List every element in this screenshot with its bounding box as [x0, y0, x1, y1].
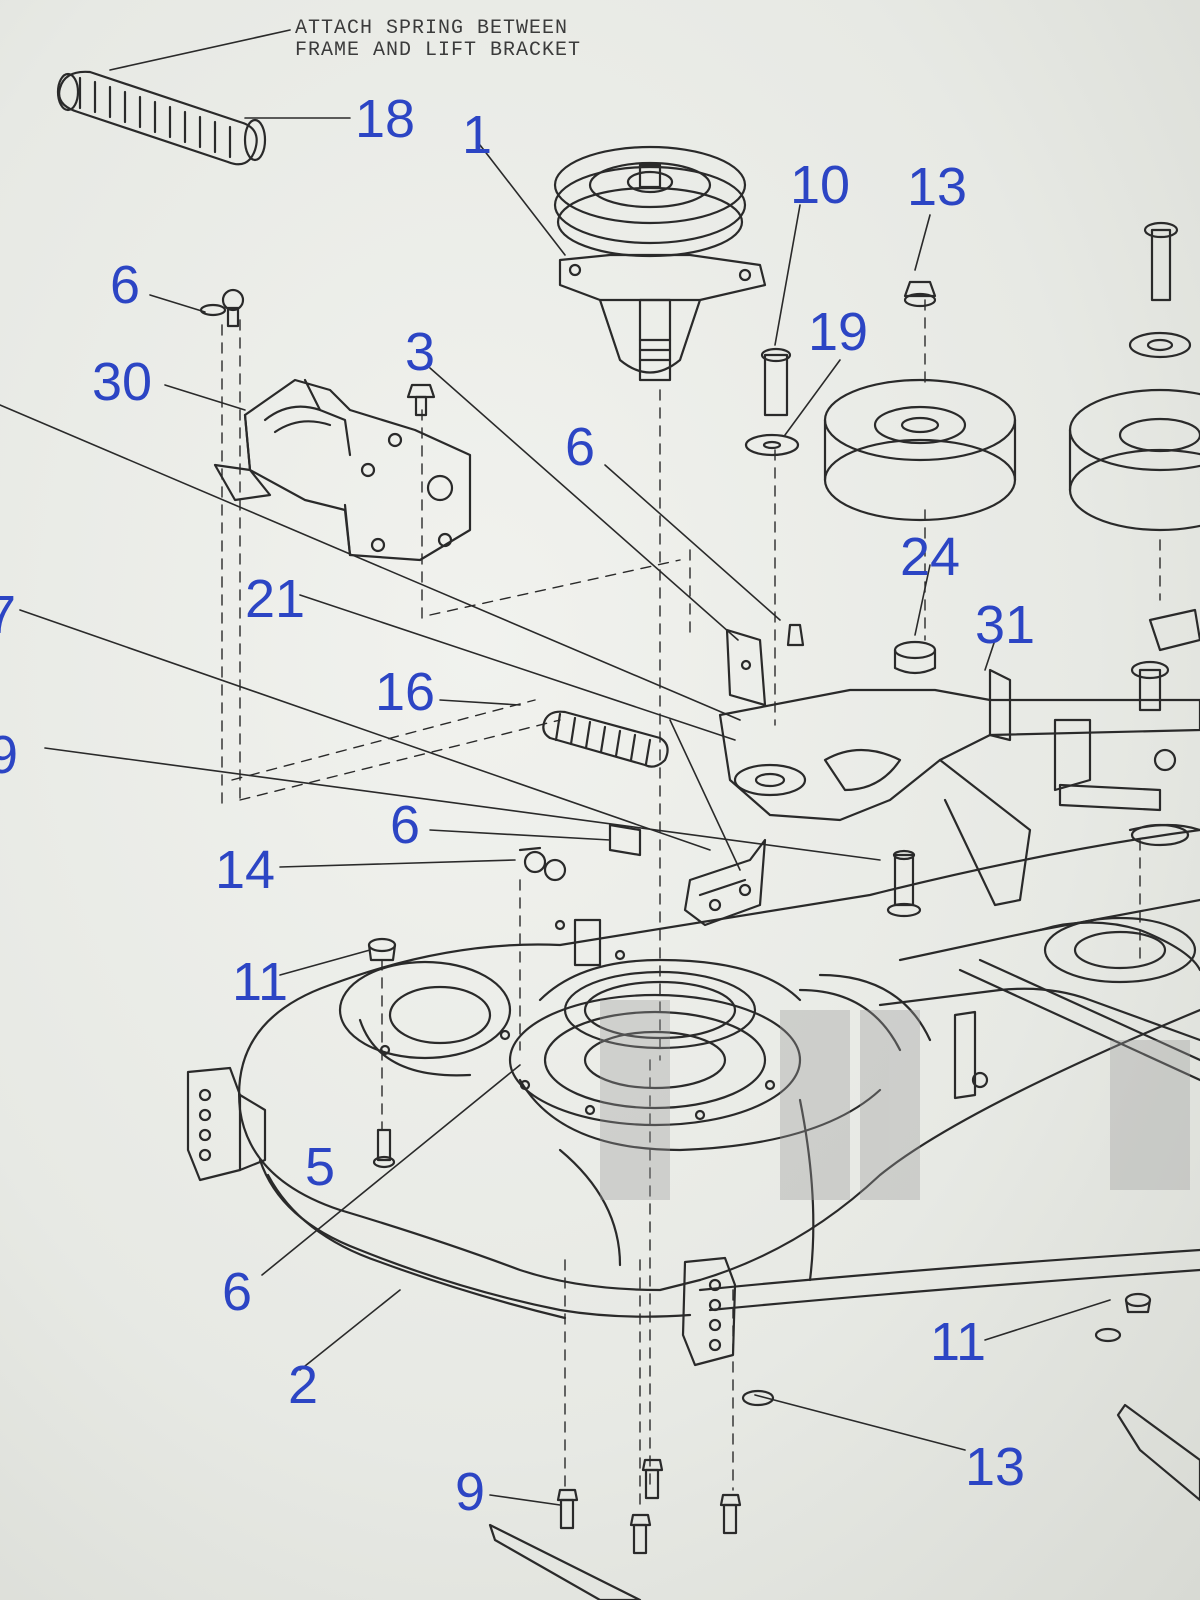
callout-13-top: 13 [907, 157, 968, 217]
callout-6-top: 6 [110, 255, 141, 315]
assembly-axes [221, 299, 1161, 1511]
part-21-plate [725, 623, 805, 707]
callout-3: 3 [405, 322, 436, 382]
part-5-bolt [372, 1128, 396, 1169]
callout-5: 5 [305, 1137, 336, 1197]
callout-9: 9 [455, 1462, 486, 1522]
idler-pulley-right [1068, 221, 1200, 532]
callout-10: 10 [790, 155, 851, 215]
callout-31: 31 [975, 595, 1036, 655]
blade-bottom-left [488, 1523, 642, 1600]
deck-hanger-right [681, 1256, 737, 1367]
part-11-nut-left [367, 937, 397, 962]
callout-1: 1 [462, 105, 493, 165]
callout-16: 16 [375, 662, 436, 722]
assembly-note-line-1: ATTACH SPRING BETWEEN [295, 17, 569, 40]
callout-11-right: 11 [930, 1312, 987, 1372]
callout-18: 18 [355, 89, 416, 149]
part-9-pin [886, 849, 922, 918]
blade-bottom-right [1116, 1403, 1200, 1502]
part-16-spring [542, 710, 669, 768]
callout-30: 30 [92, 352, 153, 412]
callout-7: 7 [0, 585, 17, 645]
watermark [600, 1000, 1190, 1200]
callout-14: 14 [215, 840, 276, 900]
callout-21: 21 [245, 569, 306, 629]
callout-11-left: 11 [232, 952, 289, 1012]
deck-hanger-left [186, 1066, 267, 1182]
part-13-nut-bottom [741, 1327, 1122, 1407]
callout-19: 19 [808, 302, 869, 362]
assembly-note-line-2: FRAME AND LIFT BRACKET [295, 39, 582, 62]
callout-2: 2 [288, 1355, 319, 1415]
part-9-bolts [556, 1458, 742, 1555]
callout-6-bottom: 6 [222, 1262, 253, 1322]
part-11-nut-right [1124, 1292, 1152, 1314]
callout-13-bottom: 13 [965, 1437, 1026, 1497]
assembly-note: ATTACH SPRING BETWEEN FRAME AND LIFT BRA… [295, 18, 581, 62]
deck-shell [238, 823, 1200, 1320]
part-24-spacer [893, 640, 937, 675]
part-6-bolt-top [199, 288, 245, 328]
callout-6-mid: 6 [390, 795, 421, 855]
part-14-hardware [518, 823, 642, 882]
callout-6-mid-upper: 6 [565, 417, 596, 477]
part-19-washer [744, 433, 800, 457]
part-1-spindle [553, 145, 767, 382]
part-30-bracket [213, 378, 472, 562]
part-7-bracket [683, 838, 767, 927]
callout-9-left: 9 [0, 725, 19, 785]
callout-24: 24 [900, 527, 961, 587]
part-13-nut-top [903, 280, 937, 308]
lift-arm-assembly [718, 608, 1200, 907]
idler-pulley-left [823, 378, 1017, 522]
part-3-bolt [406, 383, 436, 417]
part-10-pin [760, 347, 792, 417]
part-18-spring [56, 70, 267, 166]
leader-lines [0, 29, 1111, 1506]
